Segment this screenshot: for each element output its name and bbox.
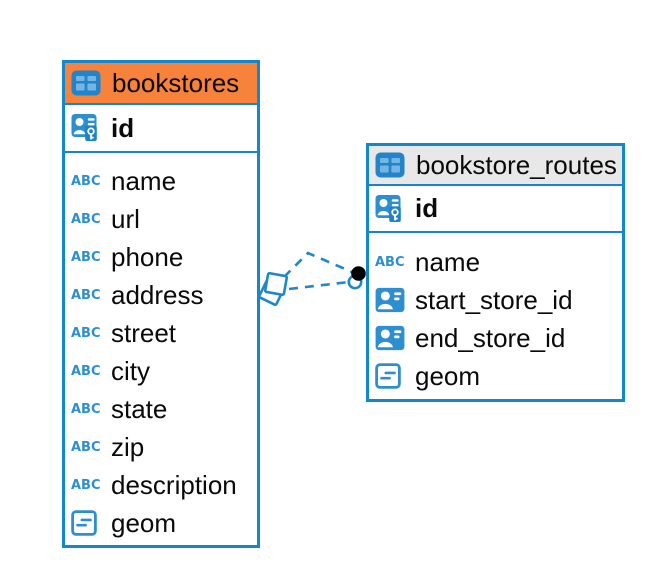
table-icon bbox=[71, 70, 104, 96]
field-row-description[interactable]: ABC description bbox=[71, 466, 251, 504]
table-icon bbox=[375, 152, 408, 178]
field-list: ABC name ABC url ABC phone ABC address A… bbox=[65, 153, 257, 542]
field-name: name bbox=[415, 246, 481, 277]
field-row-geom[interactable]: geom bbox=[375, 357, 616, 395]
text-type-icon: ABC bbox=[71, 477, 101, 493]
text-type-icon: ABC bbox=[71, 249, 101, 265]
field-name: id bbox=[415, 193, 439, 223]
text-type-icon: ABC bbox=[71, 287, 101, 303]
relationship-source-marker[interactable] bbox=[258, 271, 289, 306]
table-header-bookstores[interactable]: bookstores bbox=[65, 63, 257, 105]
field-row-geom[interactable]: geom bbox=[71, 504, 251, 542]
field-name: geom bbox=[111, 507, 177, 538]
relationship-line[interactable] bbox=[283, 251, 353, 278]
field-row-zip[interactable]: ABC zip bbox=[71, 428, 251, 466]
text-type-icon: ABC bbox=[71, 211, 101, 227]
field-name: phone bbox=[111, 241, 184, 272]
field-name: state bbox=[111, 393, 168, 424]
primary-key-icon bbox=[375, 194, 408, 224]
field-row-phone[interactable]: ABC phone bbox=[71, 238, 251, 276]
relationship-target-marker[interactable] bbox=[347, 266, 366, 290]
text-type-icon: ABC bbox=[375, 254, 405, 270]
field-name: street bbox=[111, 317, 177, 348]
field-row-id[interactable]: id bbox=[65, 105, 257, 153]
text-type-icon: ABC bbox=[71, 401, 101, 417]
field-list: ABC name start_store_id end_store_id ge bbox=[369, 233, 622, 395]
field-name: address bbox=[111, 279, 204, 310]
relationship-line[interactable] bbox=[288, 280, 350, 291]
table-title: bookstores bbox=[112, 67, 240, 98]
field-row-address[interactable]: ABC address bbox=[71, 276, 251, 314]
geometry-type-icon bbox=[71, 510, 104, 536]
text-type-icon: ABC bbox=[71, 325, 101, 341]
table-title: bookstore_routes bbox=[416, 149, 617, 180]
field-name: description bbox=[111, 469, 237, 500]
field-name: id bbox=[111, 112, 135, 143]
table-bookstore-routes[interactable]: bookstore_routes id ABC name start_store… bbox=[366, 143, 625, 402]
field-name: city bbox=[111, 355, 150, 386]
field-row-url[interactable]: ABC url bbox=[71, 200, 251, 238]
field-row-name[interactable]: ABC name bbox=[71, 162, 251, 200]
text-type-icon: ABC bbox=[71, 363, 101, 379]
reference-type-icon bbox=[375, 325, 408, 351]
text-type-icon: ABC bbox=[71, 173, 101, 189]
field-row-name[interactable]: ABC name bbox=[375, 243, 616, 281]
field-name: zip bbox=[111, 431, 145, 462]
primary-key-icon bbox=[71, 113, 104, 143]
field-name: url bbox=[111, 203, 140, 234]
field-name: start_store_id bbox=[415, 284, 573, 315]
geometry-type-icon bbox=[375, 363, 408, 389]
field-row-end-store-id[interactable]: end_store_id bbox=[375, 319, 616, 357]
field-row-start-store-id[interactable]: start_store_id bbox=[375, 281, 616, 319]
field-row-state[interactable]: ABC state bbox=[71, 390, 251, 428]
field-row-id[interactable]: id bbox=[369, 186, 622, 233]
field-row-street[interactable]: ABC street bbox=[71, 314, 251, 352]
field-name: end_store_id bbox=[415, 322, 566, 353]
table-header-bookstore-routes[interactable]: bookstore_routes bbox=[369, 146, 622, 186]
table-bookstores[interactable]: bookstores id ABC name ABC url ABC phone… bbox=[62, 60, 260, 548]
text-type-icon: ABC bbox=[71, 439, 101, 455]
field-name: geom bbox=[415, 360, 481, 391]
reference-type-icon bbox=[375, 287, 408, 313]
field-name: name bbox=[111, 165, 177, 196]
field-row-city[interactable]: ABC city bbox=[71, 352, 251, 390]
